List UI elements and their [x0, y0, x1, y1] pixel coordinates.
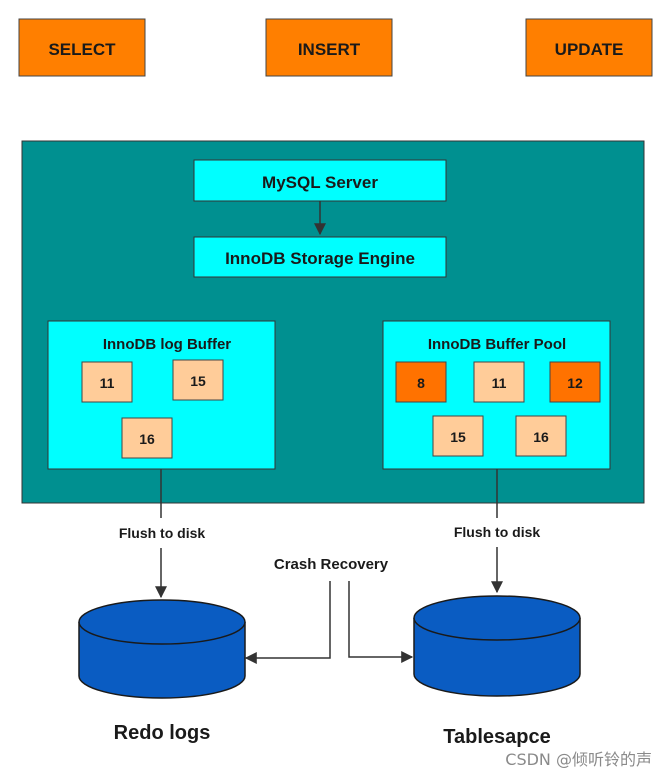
pool-page-label: 12 [567, 375, 583, 391]
log-page [121, 417, 173, 459]
pool-page-label: 16 [533, 429, 549, 445]
buffer-pool-title: InnoDB Buffer Pool [428, 336, 566, 353]
log-buffer-box: InnoDB log Buffer 11 15 16 [47, 320, 276, 470]
log-page-label: 11 [100, 375, 115, 391]
pool-page [515, 415, 567, 457]
pool-page-label: 8 [417, 375, 425, 391]
buffer-pool-box: InnoDB Buffer Pool 8 11 12 15 16 [382, 320, 611, 470]
mysql-server-label: MySQL Server [262, 173, 378, 192]
dirty-page [395, 361, 447, 403]
storage-engine-box: InnoDB Storage Engine [193, 236, 447, 278]
log-page-label: 16 [139, 431, 155, 447]
dirty-page [549, 361, 601, 403]
flush-right-label: Flush to disk [454, 524, 541, 540]
pool-page [432, 415, 484, 457]
pool-page-label: 11 [492, 375, 507, 391]
watermark: CSDN @倾听铃的声 [505, 750, 652, 769]
op-update: UPDATE [525, 18, 653, 77]
mysql-server-box: MySQL Server [193, 159, 447, 202]
log-page [172, 359, 224, 401]
flush-left-label: Flush to disk [119, 525, 206, 541]
crash-recovery-to-redo-arrow [244, 581, 331, 664]
pool-page-label: 15 [450, 429, 466, 445]
tablespace-label: Tablesapce [443, 726, 550, 748]
op-insert-label: INSERT [298, 40, 361, 59]
pool-page [473, 361, 525, 403]
op-update-label: UPDATE [555, 40, 624, 59]
crash-recovery-to-tablespace-arrow [348, 581, 414, 663]
op-insert: INSERT [265, 18, 393, 77]
log-buffer-title: InnoDB log Buffer [103, 336, 231, 353]
log-page-label: 15 [190, 373, 206, 389]
op-select-label: SELECT [48, 40, 116, 59]
redo-logs-cylinder [78, 599, 246, 699]
op-select: SELECT [18, 18, 146, 77]
crash-recovery-label: Crash Recovery [274, 556, 389, 573]
redo-logs-label: Redo logs [114, 722, 211, 744]
storage-engine-label: InnoDB Storage Engine [225, 249, 415, 268]
tablespace-cylinder [413, 595, 581, 697]
log-page [81, 361, 133, 403]
